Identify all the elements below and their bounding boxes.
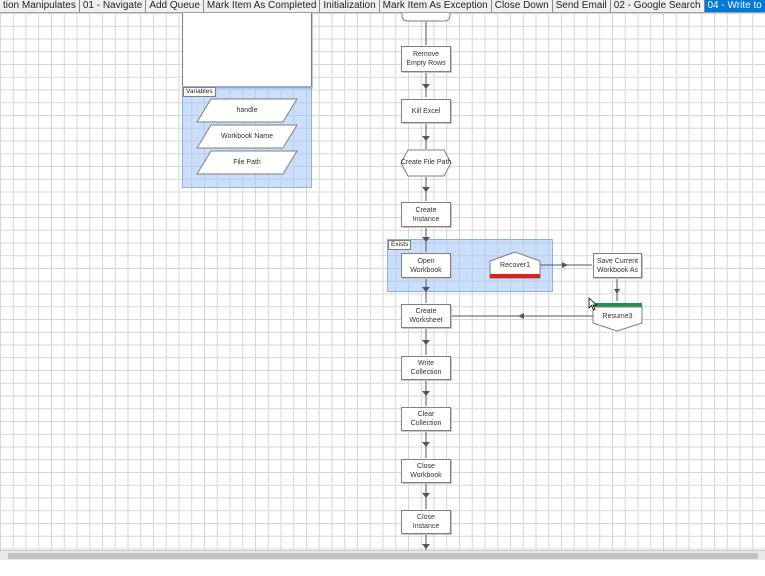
- arrowhead: [422, 84, 430, 89]
- main-flow-links: [425, 21, 618, 550]
- horizontal-scrollbar[interactable]: [0, 550, 765, 561]
- flow-diagram: [196, 13, 643, 550]
- recover-red-bar: [490, 274, 540, 278]
- stage-create-instance[interactable]: Create Instance: [401, 202, 451, 227]
- tab-initialization[interactable]: Initialization: [320, 0, 380, 12]
- tab-send-email[interactable]: Send Email: [553, 0, 611, 12]
- arrowhead: [518, 313, 524, 319]
- exists-block-label: Exists: [388, 240, 412, 250]
- stage-close-workbook[interactable]: Close Workbook: [401, 459, 451, 483]
- variables-block-label: Variables: [183, 87, 216, 97]
- data-item-handle: [196, 98, 298, 123]
- stage-write-collection[interactable]: Write Collection: [401, 356, 451, 380]
- resume-green-bar: [593, 303, 642, 307]
- note-box[interactable]: [182, 13, 312, 88]
- stage-kill-excel[interactable]: Kill Excel: [401, 99, 451, 123]
- tab-01-navigate[interactable]: 01 - Navigate: [80, 0, 147, 12]
- top-terminal-stage: [401, 13, 451, 22]
- stage-open-workbook[interactable]: Open Workbook: [401, 253, 451, 278]
- arrowhead: [422, 287, 430, 292]
- arrowhead: [562, 262, 568, 268]
- resume-stage-shape: [592, 306, 643, 332]
- stage-remove-empty-rows[interactable]: Remove Empty Rows: [401, 46, 451, 72]
- mouse-cursor-icon: [588, 297, 598, 311]
- stage-clear-collection[interactable]: Clear Collection: [401, 407, 451, 431]
- process-canvas[interactable]: Variables Exists: [0, 13, 765, 550]
- tab-close-down[interactable]: Close Down: [492, 0, 553, 12]
- arrowhead: [422, 340, 430, 345]
- tab-add-queue[interactable]: Add Queue: [146, 0, 204, 12]
- stage-resume[interactable]: Resume3: [602, 313, 633, 320]
- status-area: [0, 560, 765, 576]
- stage-recover[interactable]: Recover1: [500, 262, 530, 269]
- data-item-file-path: [196, 150, 298, 175]
- arrowhead: [422, 493, 430, 498]
- arrowhead: [422, 544, 430, 549]
- create-file-path-shape: [400, 149, 452, 177]
- tab-02-google-search[interactable]: 02 - Google Search: [611, 0, 705, 12]
- stage-save-current-workbook-as[interactable]: Save Current Workbook As: [593, 253, 642, 278]
- horizontal-scrollbar-thumb[interactable]: [8, 553, 758, 559]
- arrowhead: [422, 136, 430, 141]
- tab-04-write-to-excel[interactable]: 04 - Write to Excel: [704, 0, 765, 12]
- data-item-workbook-name: [196, 124, 298, 149]
- stage-create-file-path[interactable]: Create File Path: [400, 159, 452, 166]
- arrowhead: [614, 289, 620, 294]
- tab-tion-manipulates[interactable]: tion Manipulates: [0, 0, 80, 12]
- arrowhead: [422, 237, 430, 242]
- stage-create-worksheet[interactable]: Create Worksheet: [401, 304, 451, 328]
- variable-workbook-name-label: Workbook Name: [220, 133, 273, 140]
- stage-close-instance[interactable]: Close Instance: [401, 510, 451, 534]
- flow-arrowheads: [422, 84, 620, 549]
- variable-handle-label: handle: [236, 107, 258, 114]
- variable-file-path-label: File Path: [233, 159, 261, 166]
- tab-mark-item-as-exception[interactable]: Mark Item As Exception: [380, 0, 492, 12]
- arrowhead: [422, 187, 430, 192]
- tab-mark-item-as-completed[interactable]: Mark Item As Completed: [204, 0, 321, 12]
- arrowhead: [422, 442, 430, 447]
- arrowhead: [422, 391, 430, 396]
- variable-data-items: [196, 98, 298, 175]
